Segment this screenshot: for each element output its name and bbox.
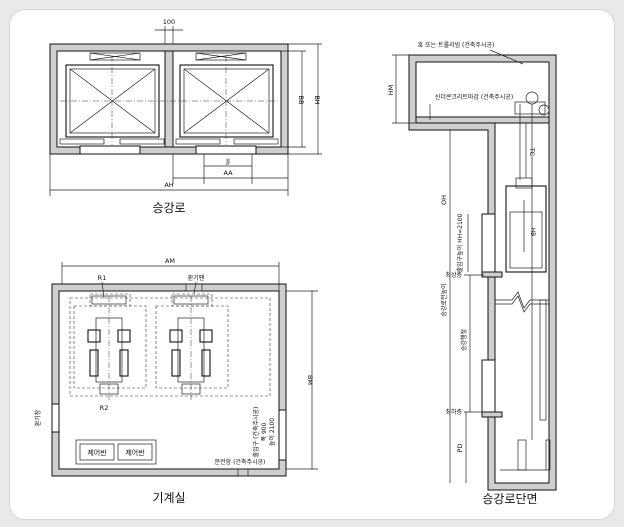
label-r2: R2 [100,404,109,412]
label-bottom-floor: 최하층 [445,408,462,416]
control-panel-1: 제어반 [87,448,107,457]
caption-hoistway-section: 승강로단면 [482,492,537,506]
dim-tc-label: TC [528,147,536,157]
dim-total-label: 승강로전높이 [440,283,448,316]
label-top-floor: 최상층 [445,271,462,279]
entrance-note-3: 높이 2100 [268,418,276,446]
dim-am-label: AM [165,257,175,265]
dim-bm-label: BM [306,375,314,385]
dim-ah-label: AH [164,181,173,189]
dim-hb-label: HB [529,228,536,237]
dim-pd-label: PD [456,444,464,453]
caption-machine-room: 기계실 [152,491,185,505]
machine-room-plan: R1 R2 환기팬 환기창 제어반 제어반 분전함 (건축주시공) 출입구 (건… [34,257,318,505]
dim-oh-label: OH [440,195,448,205]
label-power-board: 분전함 (건축주시공) [215,458,266,466]
dim-aa-label: AA [223,169,233,177]
dim-bh-label: BH [313,95,321,104]
dim-100-label: 100 [163,18,175,26]
label-cinder-concrete: 신더콘크리트마감 (건축주시공) [435,93,513,101]
label-vent-window: 환기창 [34,409,42,426]
dim-bb-label: BB [297,96,305,105]
label-r1: R1 [98,274,107,282]
label-vent-fan: 환기팬 [188,274,205,282]
dim-hm-label: HM [387,85,395,96]
entrance-note-1: 출입구 (건축주시공) [252,407,260,458]
hoistway-section: 훅 또는 트롤리빔 (건축주시공) 신더콘크리트마감 (건축주시공) HM HB… [387,41,557,506]
dim-jj-label: JJ [225,157,230,165]
machine-room-interior [58,290,280,470]
label-hook-trolley: 훅 또는 트롤리빔 (건축주시공) [418,41,495,49]
hoistway-divider-beam [164,50,174,148]
dim-travel-label: 승강행정 [460,329,468,351]
entrance-note-2: 폭 900 [261,422,268,441]
caption-hoistway: 승강로 [152,201,185,215]
hoistway-plan: 100 BB BH JJ AA AH 승강로 [49,18,322,215]
dim-entrance-height-label: 출입구높이 HH=2100 [456,213,464,272]
control-panel-2: 제어반 [125,448,145,457]
section-car [505,185,547,273]
